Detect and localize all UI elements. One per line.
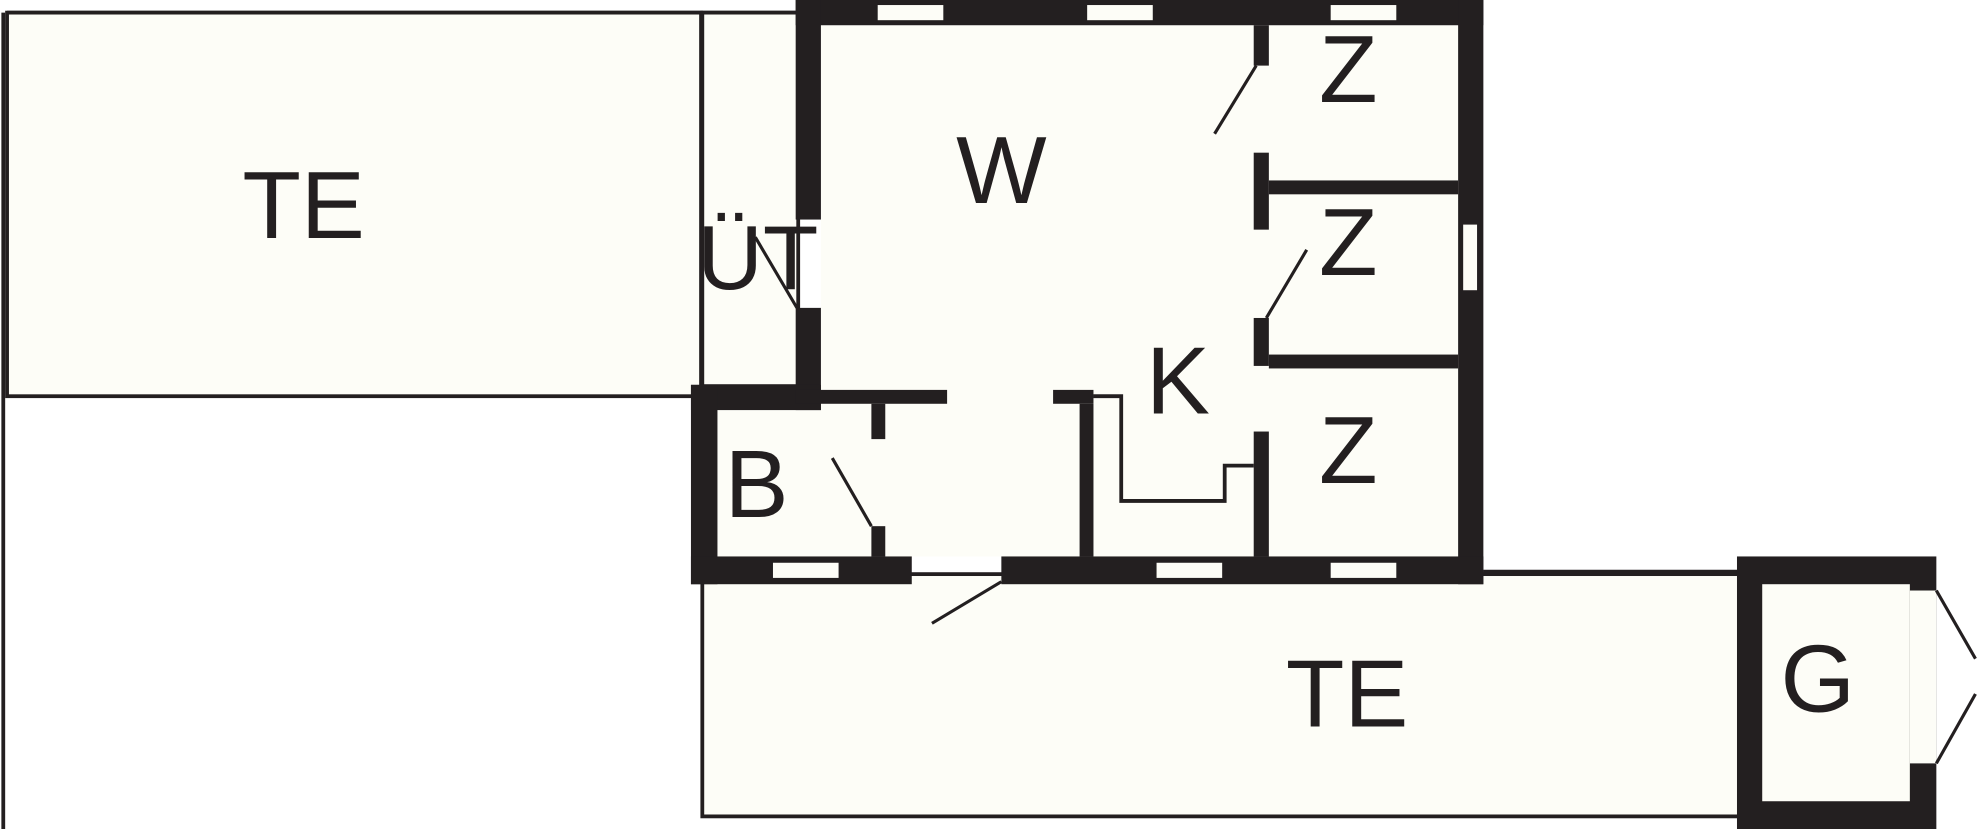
windows xyxy=(772,5,1478,578)
kitchen-counter xyxy=(1093,394,1254,503)
terrace-left xyxy=(5,10,703,399)
terrace-bottom xyxy=(700,572,1742,819)
room-label-terrace-left: TE xyxy=(242,152,365,259)
room-label-kitchen: K xyxy=(1146,328,1210,435)
room-label-bedroom-3: Z xyxy=(1319,397,1378,504)
room-label-bedroom-1: Z xyxy=(1319,16,1378,123)
room-label-hall: ÜT xyxy=(697,208,818,309)
room-label-terrace-bottom: TE xyxy=(1286,640,1409,747)
room-label-living: W xyxy=(956,117,1047,224)
room-label-bath: B xyxy=(725,431,789,538)
hall-room xyxy=(700,10,801,389)
room-label-garage: G xyxy=(1780,625,1855,732)
interior-floor xyxy=(820,25,1459,557)
room-label-bedroom-2: Z xyxy=(1319,189,1378,296)
door-swings xyxy=(753,64,1977,765)
